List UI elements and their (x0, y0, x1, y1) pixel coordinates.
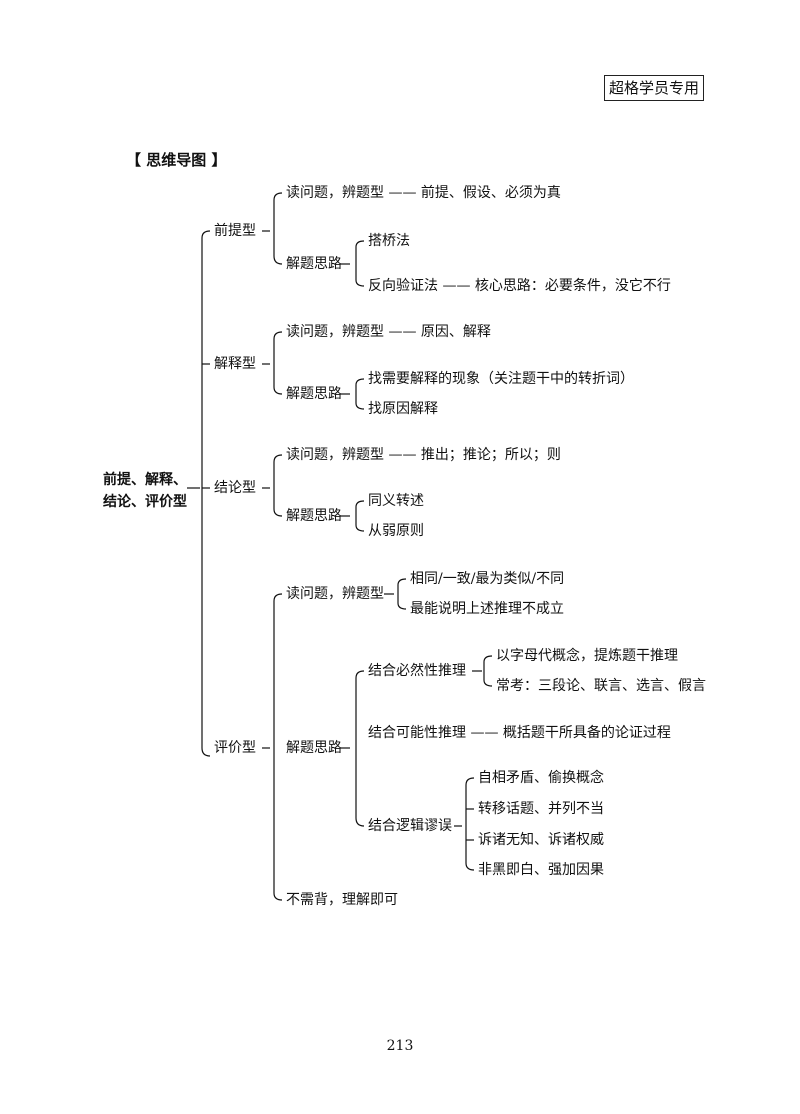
evaluate-necessary-letters: 以字母代概念，提炼题干推理 (496, 648, 678, 664)
explain-type-node: 解释型 (214, 356, 256, 372)
root-line-2: 结论、评价型 (103, 494, 187, 510)
section-title: 【 思维导图 】 (126, 151, 227, 169)
conclusion-read-question: 读问题，辨题型 —— 推出；推论；所以；则 (286, 447, 561, 463)
explain-approach: 解题思路 (286, 386, 342, 402)
evaluate-read-question: 读问题，辨题型 (286, 586, 384, 602)
evaluate-fallacy-4: 非黑即白、强加因果 (478, 862, 604, 878)
explain-method-phenomenon: 找需要解释的现象（关注题干中的转折词） (368, 371, 634, 387)
student-only-stamp: 超格学员专用 (604, 75, 704, 101)
evaluate-read-invalid: 最能说明上述推理不成立 (410, 601, 564, 617)
premise-type-node: 前提型 (214, 223, 256, 239)
mindmap-root: 前提、解释、 结论、评价型 (103, 469, 187, 513)
root-line-1: 前提、解释、 (103, 472, 187, 488)
premise-method-bridge: 搭桥法 (368, 233, 410, 249)
evaluate-approach: 解题思路 (286, 740, 342, 756)
page-number: 213 (386, 1038, 414, 1054)
evaluate-fallacy-2: 转移话题、并列不当 (478, 801, 604, 817)
conclusion-method-paraphrase: 同义转述 (368, 493, 424, 509)
conclusion-method-weak: 从弱原则 (368, 523, 424, 539)
evaluate-logical-fallacy: 结合逻辑谬误 (368, 818, 452, 834)
conclusion-type-node: 结论型 (214, 480, 256, 496)
evaluate-no-memorize: 不需背，理解即可 (286, 892, 398, 908)
evaluate-necessary-common: 常考：三段论、联言、选言、假言 (496, 678, 706, 694)
evaluate-read-same: 相同/一致/最为类似/不同 (410, 571, 565, 587)
premise-method-reverse: 反向验证法 —— 核心思路：必要条件，没它不行 (368, 278, 671, 294)
premise-approach: 解题思路 (286, 256, 342, 272)
evaluate-necessary-reasoning: 结合必然性推理 (368, 663, 466, 679)
evaluate-fallacy-1: 自相矛盾、偷换概念 (478, 770, 604, 786)
explain-method-cause: 找原因解释 (368, 401, 438, 417)
evaluate-fallacy-3: 诉诸无知、诉诸权威 (478, 832, 604, 848)
evaluate-possible-reasoning: 结合可能性推理 —— 概括题干所具备的论证过程 (368, 725, 671, 741)
conclusion-approach: 解题思路 (286, 508, 342, 524)
evaluate-type-node: 评价型 (214, 740, 256, 756)
premise-read-question: 读问题，辨题型 —— 前提、假设、必须为真 (286, 185, 561, 201)
explain-read-question: 读问题，辨题型 —— 原因、解释 (286, 324, 491, 340)
